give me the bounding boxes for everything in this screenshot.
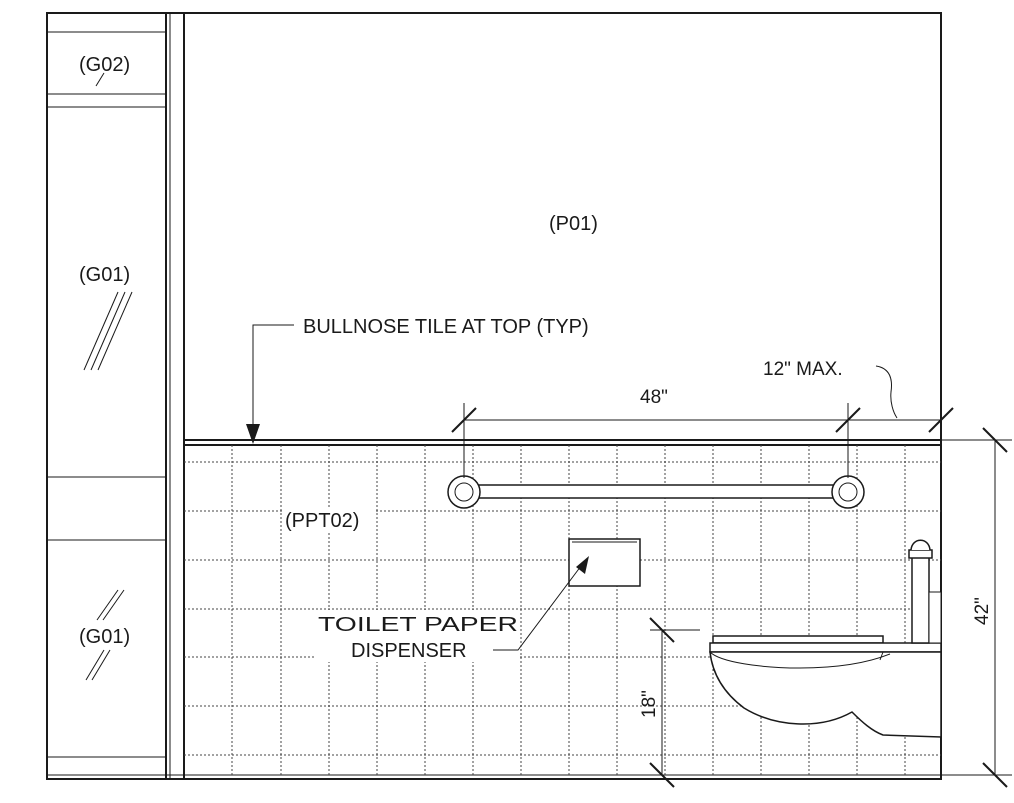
- paint-label: (P01): [549, 213, 598, 235]
- dispenser-height-dimension: [649, 617, 700, 788]
- glass-top-label: (G02): [79, 54, 130, 76]
- dispenser-height-text: 18": [639, 690, 660, 718]
- dispenser-label-backing: [316, 610, 518, 662]
- tile-label: (PPT02): [285, 510, 359, 532]
- glass-upper-label: (G01): [79, 264, 130, 286]
- dispenser-arrowhead: [576, 556, 589, 574]
- toilet: [709, 635, 942, 738]
- max-setback-leader: [875, 365, 898, 419]
- glazing-column: [47, 13, 185, 779]
- flush-valve: [908, 539, 942, 644]
- grab-bar-dimension: [451, 403, 954, 478]
- wainscot-height-text: 42": [972, 597, 993, 625]
- dispenser-label-line2: DISPENSER: [351, 640, 467, 662]
- toilet-paper-dispenser: [568, 538, 641, 587]
- glass-lower-label: (G01): [79, 626, 130, 648]
- grab-bar-length-dimension: 48": [640, 387, 668, 408]
- grab-bar: [447, 475, 865, 509]
- bullnose-note: BULLNOSE TILE AT TOP (TYP): [303, 316, 589, 338]
- bullnose-leader: [252, 324, 294, 428]
- elevation-border: [46, 12, 942, 780]
- tile-label-backing: [283, 507, 376, 531]
- glass-hatch-marks: [83, 72, 133, 681]
- max-setback-note: 12" MAX.: [763, 359, 843, 380]
- bullnose-arrowhead: [246, 424, 260, 444]
- wainscot-height-dimension: [941, 427, 1012, 788]
- dispenser-label-line1: TOILET PAPER: [318, 614, 518, 636]
- dispenser-leader: [493, 565, 582, 651]
